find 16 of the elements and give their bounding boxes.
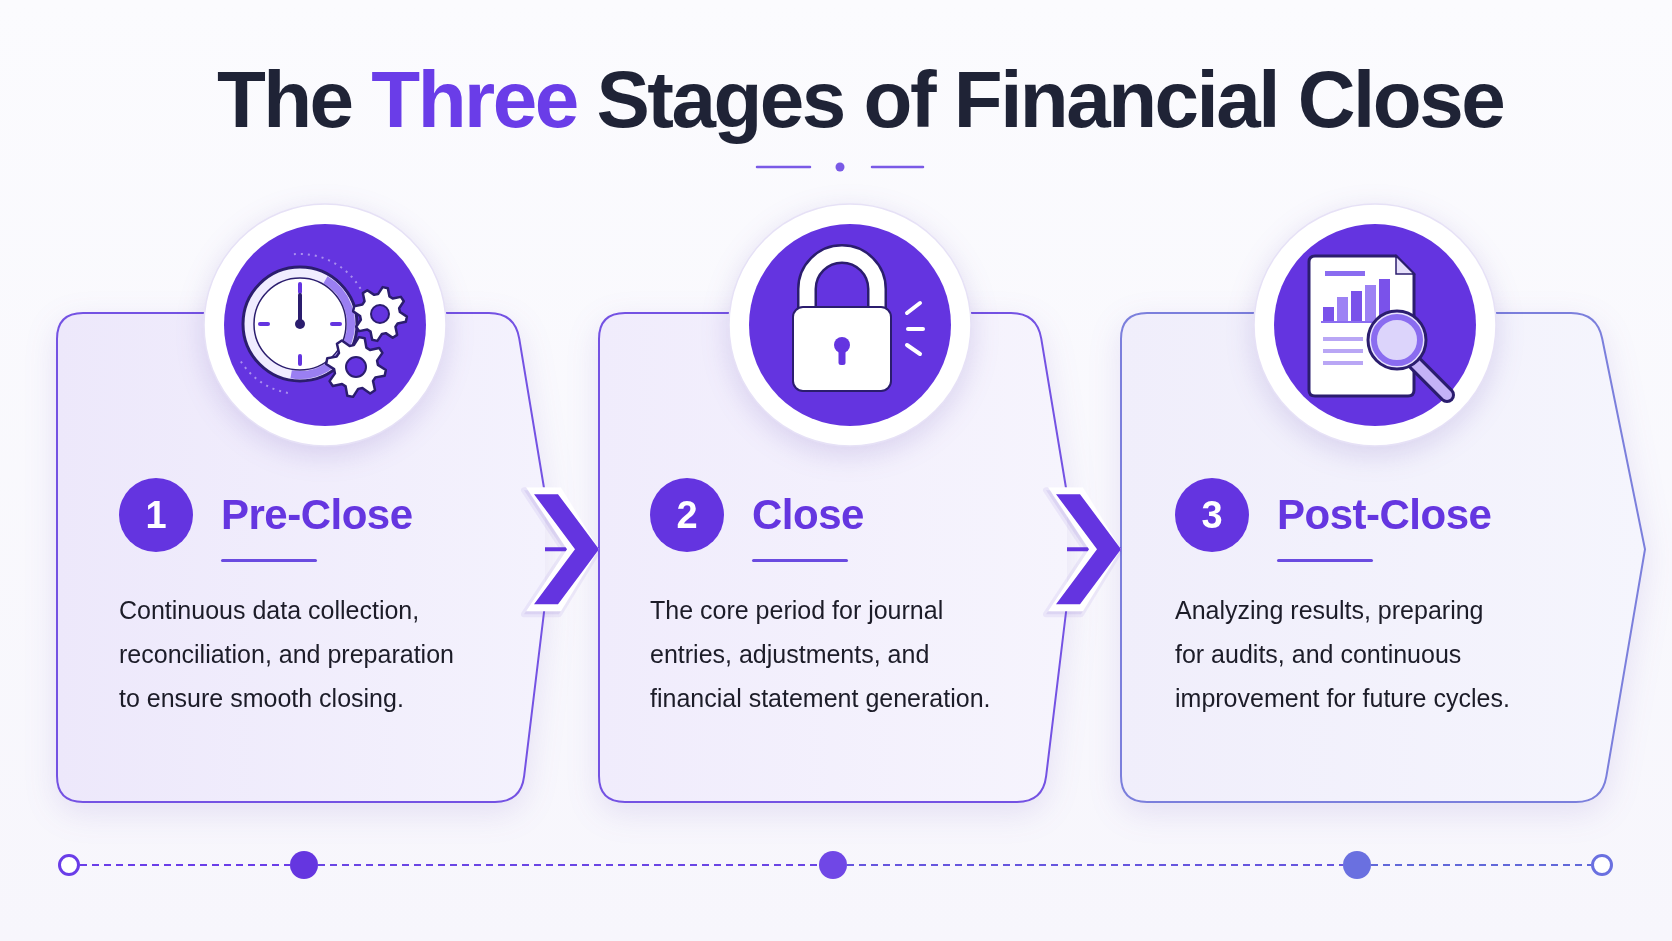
title: The Three Stages of Financial Close [216,54,1504,146]
timeline-dot [1343,851,1371,879]
timeline-dot [819,851,847,879]
timeline-dot [58,854,80,876]
timeline-dot [1591,854,1613,876]
dashed-line [79,864,291,866]
stage-description: Continuous data collection, reconciliation, and preparation to ensure smooth closing. [119,595,455,714]
dashed-line [1370,864,1592,866]
stage-description: Analyzing results, preparing for audits, and continuous improvement for future cycles. [1175,595,1511,714]
dashed-line [846,864,1344,866]
stage-heading: Close [752,490,864,540]
stage-description: The core period for journal entries, adjustments, and financial statement generation. [650,595,992,714]
timeline-dot [290,851,318,879]
dashed-line [317,864,820,866]
stage-heading: Pre-Close [221,490,413,540]
stage-heading: Post-Close [1277,490,1492,540]
